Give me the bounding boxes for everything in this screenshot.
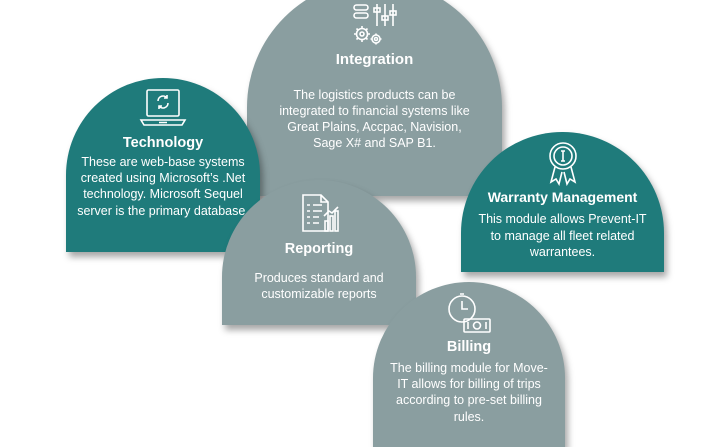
technology-description: These are web-base systems created using… [77,154,249,218]
billing-title: Billing [446,339,492,355]
warranty-title: Warranty Management [487,189,638,205]
settings-sliders-gears-icon [352,4,397,45]
warranty-management-card: Warranty Management This module allows P… [461,132,664,272]
reporting-description: Produces standard and customizable repor… [254,270,384,302]
billing-card: Billing The billing module for Move-IT a… [373,282,565,447]
warranty-description: This module allows Prevent-IT to manage … [478,212,647,259]
report-document-chart-icon [302,194,339,232]
clock-money-icon [448,293,491,333]
technology-card: Technology These are web-base systems cr… [66,78,260,252]
reporting-card: Reporting Produces standard and customiz… [222,180,416,325]
technology-title: Technology [122,135,204,151]
integration-card: Integration The logistics products can b… [247,0,502,196]
laptop-sync-icon [139,89,187,126]
reporting-title: Reporting [284,241,354,257]
integration-title: Integration [335,51,414,68]
integration-description: The logistics products can be integrated… [279,87,470,151]
certificate-ribbon-icon [548,142,577,186]
billing-description: The billing module for Move-IT allows fo… [390,360,548,424]
